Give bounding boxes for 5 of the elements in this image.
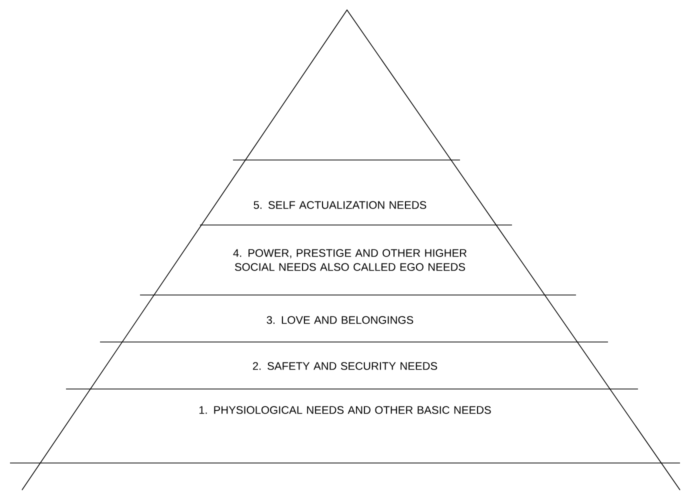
level-label: 2. SAFETY AND SECURITY NEEDS bbox=[252, 362, 438, 370]
level-label: 4. POWER, PRESTIGE AND OTHER HIGHER SOCIAL NEEDS ALSO CALLED EGO NEEDS bbox=[233, 249, 467, 271]
level-label: 5. SELF ACTUALIZATION NEEDS bbox=[254, 201, 426, 209]
level-label: 3. LOVE AND BELONGINGS bbox=[266, 316, 414, 324]
level-label: 1. PHYSIOLOGICAL NEEDS AND OTHER BASIC NEEDS bbox=[199, 406, 491, 414]
